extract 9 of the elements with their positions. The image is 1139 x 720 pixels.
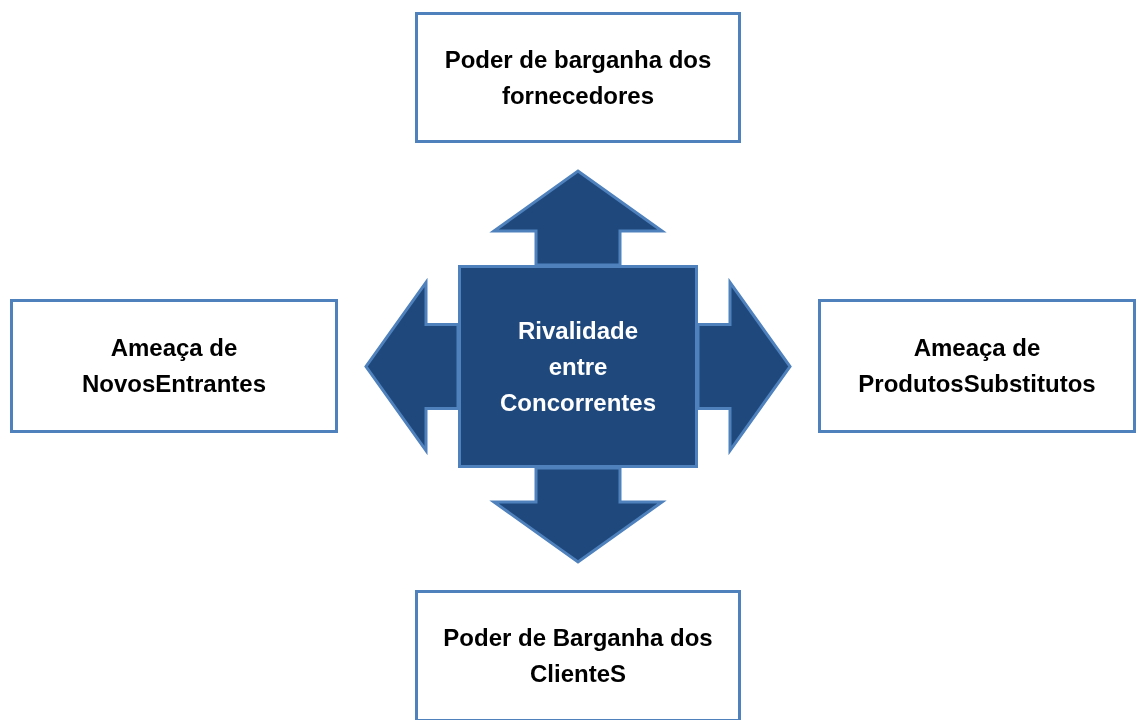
block-arrow bbox=[696, 277, 792, 456]
force-box: Ameaça de ProdutosSubstitutos bbox=[818, 299, 1136, 433]
block-arrow bbox=[489, 466, 667, 564]
block-arrow bbox=[364, 277, 460, 456]
center-box: Rivalidade entre Concorrentes bbox=[458, 265, 698, 468]
force-box: Poder de barganha dos fornecedores bbox=[415, 12, 741, 143]
force-box: Poder de Barganha dos ClienteS bbox=[415, 590, 741, 720]
block-arrow bbox=[489, 169, 667, 267]
force-box: Ameaça de NovosEntrantes bbox=[10, 299, 338, 433]
